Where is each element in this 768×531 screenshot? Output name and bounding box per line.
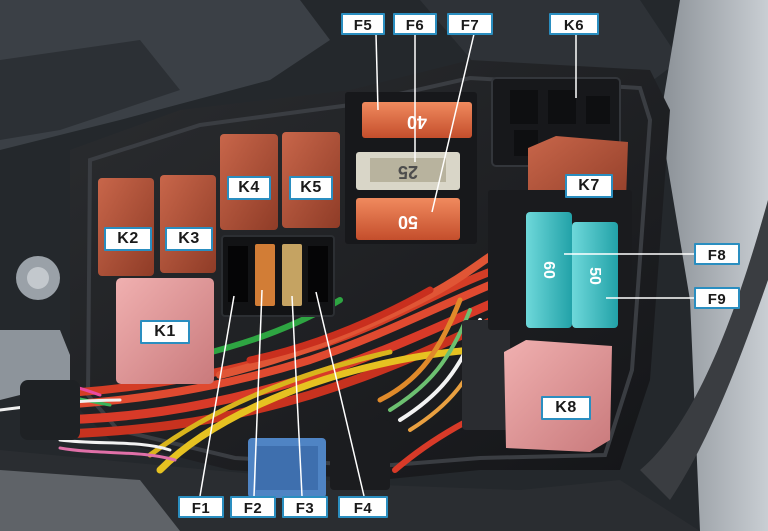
label-k2: K2: [104, 227, 152, 251]
label-k6: K6: [549, 13, 599, 35]
label-k1: K1: [140, 320, 190, 344]
fuse-slot-f4: [308, 246, 328, 302]
label-f2: F2: [230, 496, 276, 518]
label-f1: F1: [178, 496, 224, 518]
label-f4: F4: [338, 496, 388, 518]
black-connector: [330, 420, 390, 490]
label-k7: K7: [565, 174, 613, 198]
fuse-f6-window: [370, 158, 446, 182]
fuse-f5: [362, 102, 472, 138]
fuse-f2: [255, 244, 275, 306]
label-f3: F3: [282, 496, 328, 518]
fuse-f7-rating: 50: [398, 212, 418, 232]
fuse-f9: [572, 222, 618, 328]
harness-sleeve: [20, 380, 80, 440]
top-left-bracket: [0, 40, 180, 140]
connector-stack-right: [462, 320, 510, 430]
fuse-f5-rating: 40: [407, 112, 427, 132]
label-k5: K5: [289, 176, 333, 200]
right-panel-grey: [660, 0, 768, 531]
fuse-f3: [282, 244, 302, 306]
label-f7: F7: [447, 13, 493, 35]
blue-connector-face: [256, 446, 318, 490]
socket-slot: [586, 96, 610, 124]
fuse-f8-rating: 60: [540, 261, 557, 279]
fuse-f9-rating: 50: [586, 267, 603, 285]
bottom-cover: [0, 450, 700, 531]
label-k4: K4: [227, 176, 271, 200]
relay-k3: [160, 175, 216, 273]
label-k8: K8: [541, 396, 591, 420]
label-f9: F9: [694, 287, 740, 309]
label-f8: F8: [694, 243, 740, 265]
bolt-head: [27, 267, 49, 289]
socket-slot: [510, 90, 538, 124]
leader-lines: [199, 33, 694, 497]
label-k3: K3: [165, 227, 213, 251]
bottom-left-bracket: [0, 470, 180, 531]
fuse-f8: [526, 212, 572, 328]
fuse-holder-block: [221, 235, 335, 317]
fuse-f6-rating: 25: [398, 162, 418, 182]
label-f5: F5: [341, 13, 385, 35]
fuse-f7: [356, 198, 460, 240]
socket-slot: [548, 90, 576, 124]
label-f6: F6: [393, 13, 437, 35]
fuse-slot-f1: [228, 246, 248, 302]
right-hose: [640, 200, 768, 500]
